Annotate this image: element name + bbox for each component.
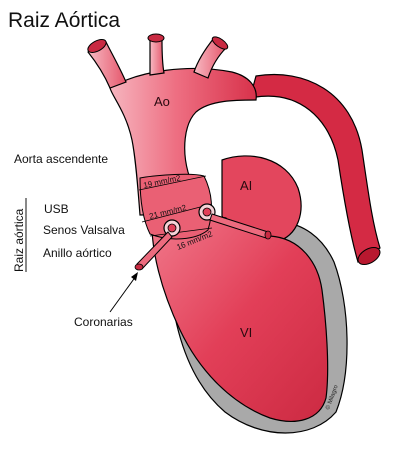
left-subclavian-opening	[211, 36, 229, 50]
left-carotid-opening	[147, 33, 165, 43]
vi-label: VI	[240, 325, 252, 340]
right-coronary-artery-end	[134, 263, 144, 271]
usb-line	[138, 175, 207, 191]
brachiocephalic-opening	[87, 39, 107, 53]
descending-aorta-opening	[357, 246, 381, 266]
coronarias-label: Coronarias	[74, 315, 133, 329]
left-coronary-ostium-inner	[202, 207, 212, 217]
ao-label: Ao	[154, 94, 170, 109]
usb-label: USB	[44, 202, 69, 216]
raiz-aortica-vertical-label: Raiz aórtica	[12, 208, 26, 272]
left-carotid-artery-shape	[149, 39, 165, 76]
descending-aorta-shape	[249, 73, 381, 263]
aortic-root-shape	[139, 173, 212, 240]
coronarias-pointer-arrowhead	[131, 272, 138, 281]
coronarias-pointer-line	[109, 275, 137, 313]
diagram-title: Raiz Aórtica	[8, 9, 120, 32]
aorta-ascendente-label: Aorta ascendente	[14, 152, 108, 166]
right-coronary-ostium-inner	[167, 223, 177, 233]
anillo-line	[149, 227, 213, 237]
anillo-aortico-label: Anillo aórtico	[43, 246, 112, 260]
ai-label: AI	[240, 178, 252, 193]
left-coronary-artery-end	[264, 230, 272, 240]
senos-valsalva-label: Senos Valsalva	[43, 223, 125, 237]
